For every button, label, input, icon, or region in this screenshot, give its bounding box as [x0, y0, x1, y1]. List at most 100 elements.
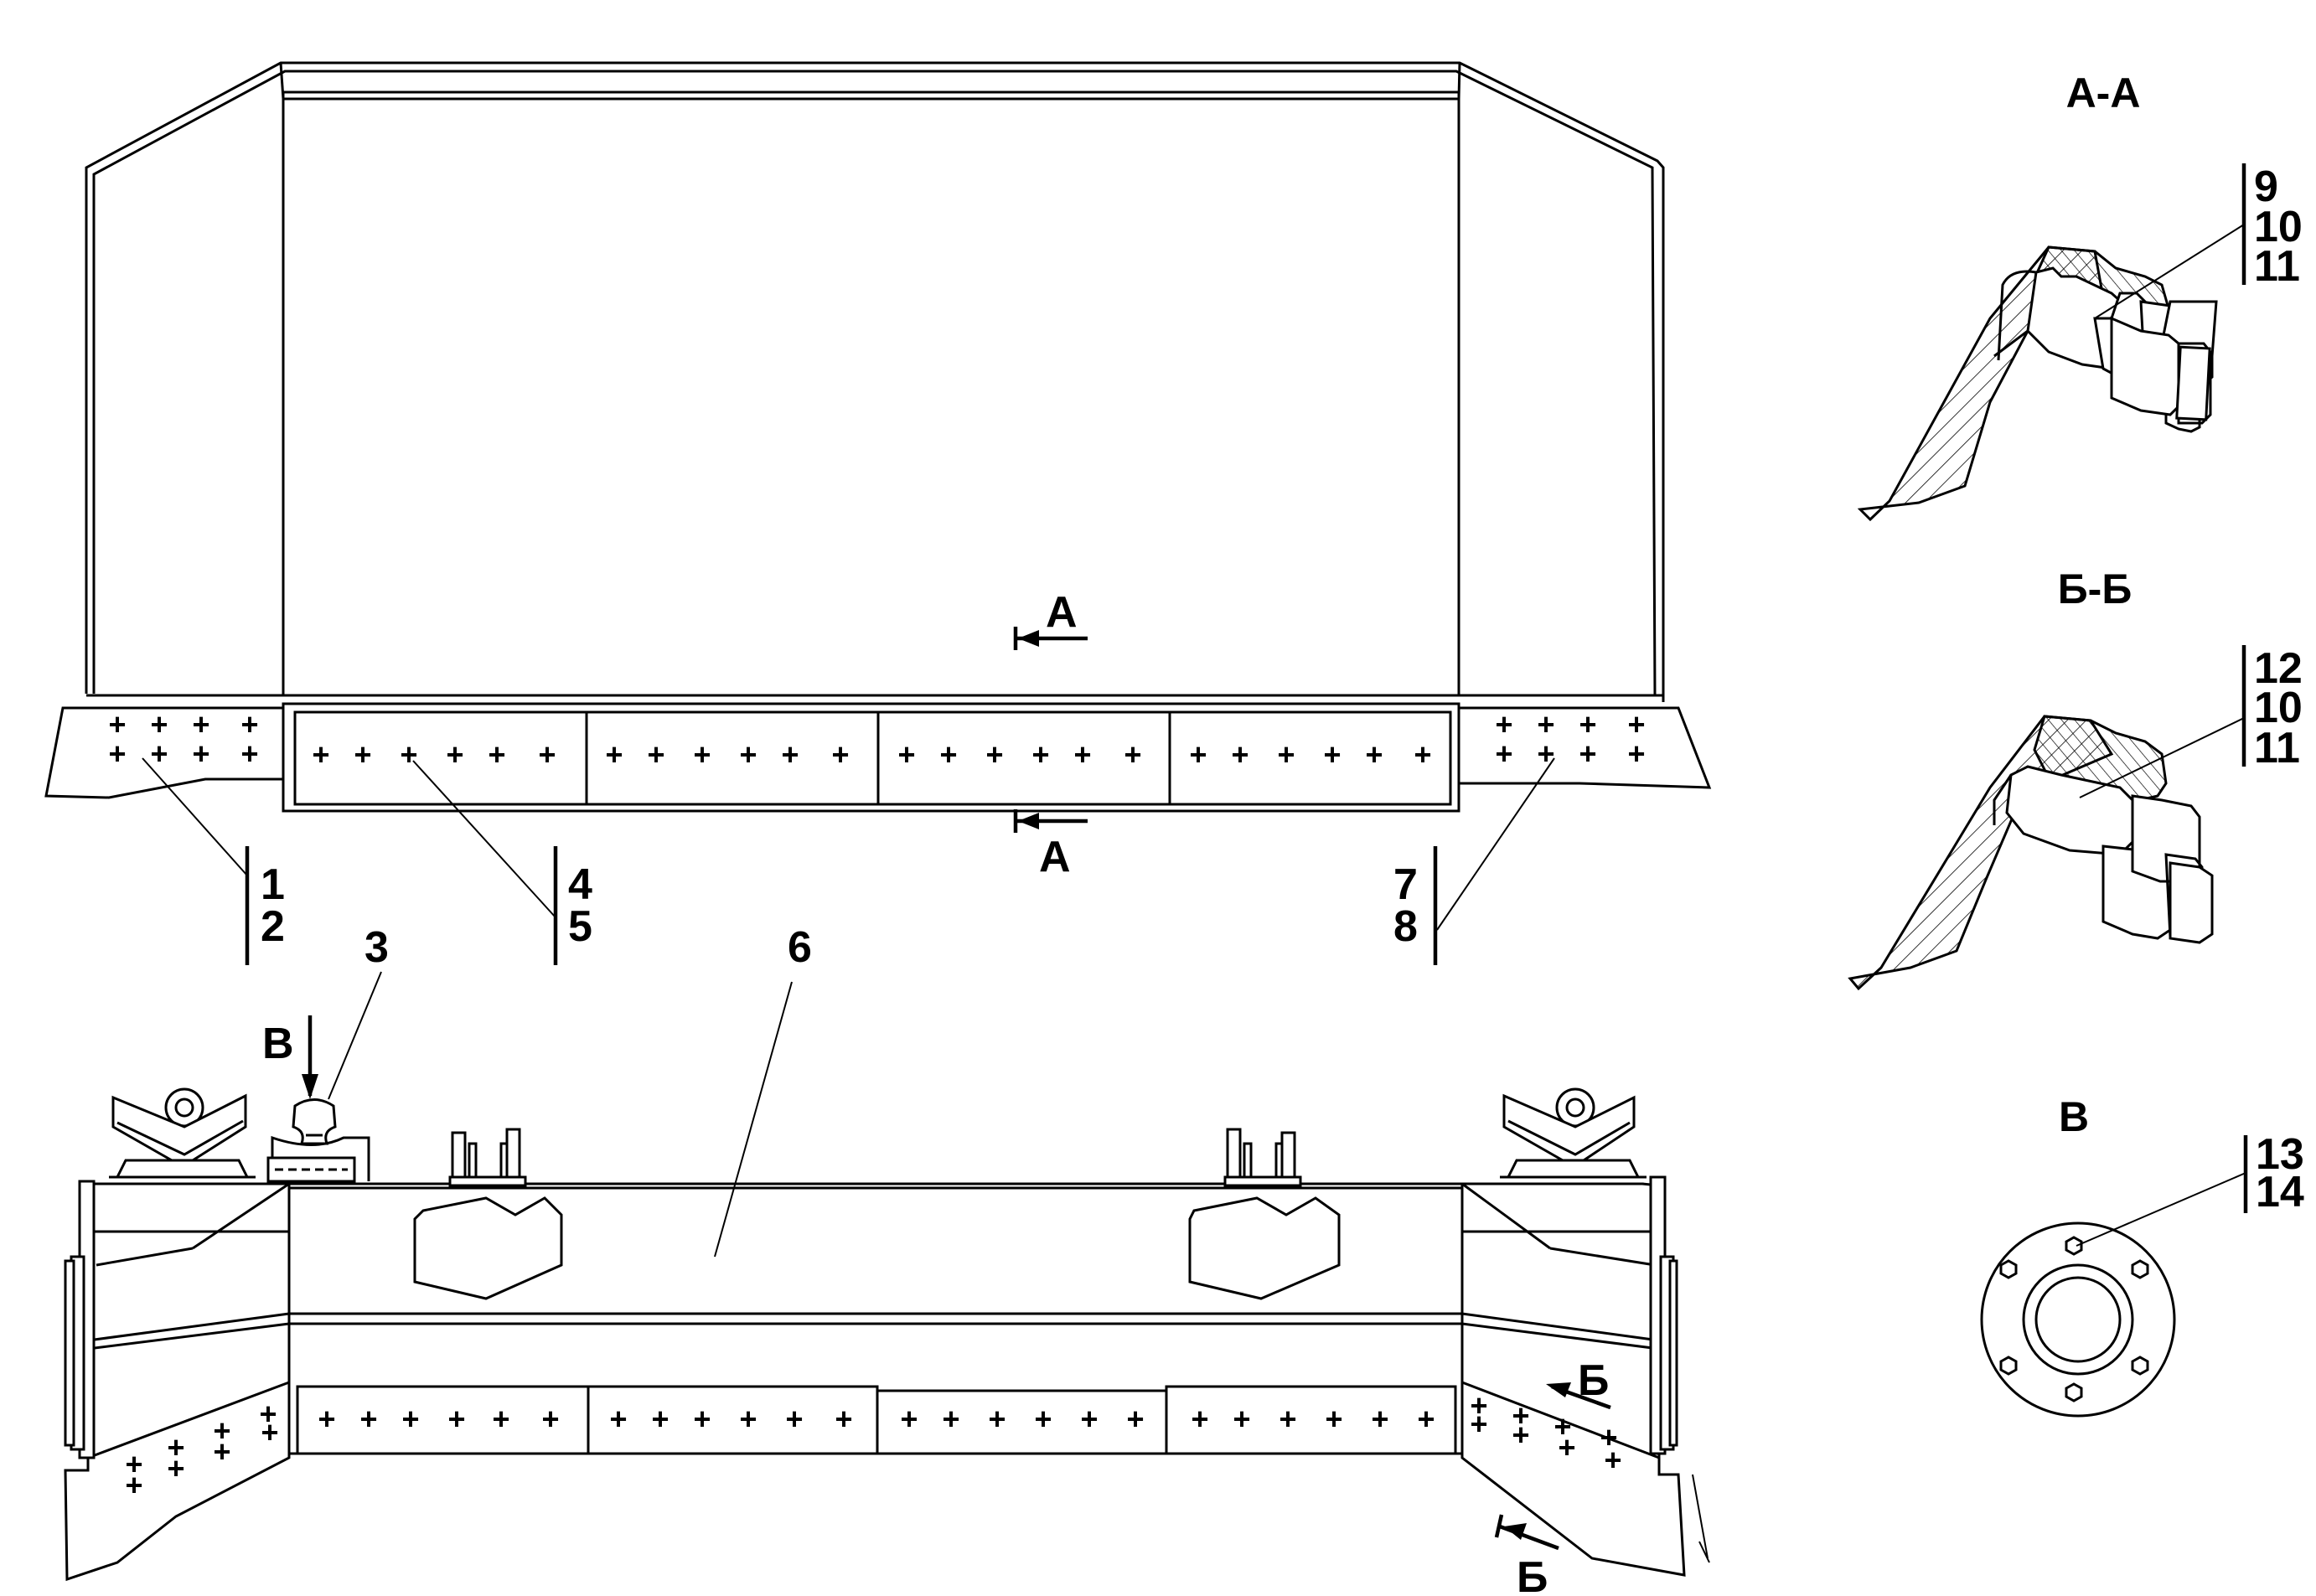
- plan-cutting-edge-3: [876, 1389, 1168, 1455]
- svg-text:+: +: [1279, 1402, 1296, 1436]
- svg-text:+: +: [108, 707, 126, 741]
- svg-text:+: +: [1031, 737, 1049, 772]
- svg-text:+: +: [1414, 737, 1431, 772]
- svg-text:+: +: [359, 1402, 377, 1436]
- bolt-marks-right-end: + + + + + + + +: [1495, 707, 1645, 771]
- svg-text:В: В: [2059, 1093, 2089, 1140]
- svg-text:+: +: [693, 1402, 711, 1436]
- svg-text:+: +: [939, 737, 957, 772]
- svg-text:8: 8: [1393, 902, 1418, 951]
- svg-text:+: +: [739, 737, 757, 772]
- callout-1-2: 1 2: [142, 757, 285, 965]
- svg-text:13: 13: [2256, 1130, 2304, 1179]
- svg-text:+: +: [213, 1434, 230, 1469]
- blade-plan-view: + + + + + + + + +: [64, 923, 1710, 1596]
- svg-text:+: +: [192, 707, 209, 741]
- right-opening: [1188, 1196, 1341, 1300]
- svg-text:+: +: [1371, 1402, 1388, 1436]
- svg-text:+: +: [1558, 1430, 1575, 1464]
- svg-text:14: 14: [2256, 1168, 2304, 1216]
- svg-text:+: +: [312, 737, 329, 772]
- bolt-marks-center-edges: + + + + + + + + + + + + + + + + + + + + …: [312, 737, 1431, 772]
- svg-text:В: В: [262, 1020, 294, 1068]
- svg-text:+: +: [150, 707, 168, 741]
- left-opening: [413, 1196, 563, 1300]
- svg-text:+: +: [400, 737, 417, 772]
- svg-text:+: +: [492, 1402, 509, 1436]
- svg-text:+: +: [167, 1451, 184, 1485]
- svg-text:+: +: [1495, 707, 1512, 741]
- svg-text:1: 1: [261, 860, 285, 909]
- callout-7-8: 7 8: [1393, 757, 1555, 965]
- svg-text:4: 4: [568, 860, 592, 909]
- svg-text:11: 11: [2254, 724, 2300, 772]
- svg-text:А-А: А-А: [2066, 70, 2141, 116]
- svg-text:+: +: [1579, 736, 1596, 771]
- svg-text:+: +: [1233, 1402, 1250, 1436]
- svg-text:Б: Б: [1578, 1356, 1609, 1405]
- svg-text:Б: Б: [1517, 1553, 1548, 1596]
- svg-text:7: 7: [1393, 860, 1418, 909]
- svg-text:+: +: [1325, 1402, 1342, 1436]
- view-v: В 13 14: [1980, 1093, 2304, 1418]
- right-wing: + + + + + + + +: [1460, 1175, 1710, 1577]
- cutting-edge-1: [293, 710, 588, 806]
- svg-text:10: 10: [2254, 684, 2303, 732]
- left-wing: + + + + + + + +: [64, 1180, 291, 1582]
- svg-text:+: +: [167, 1430, 184, 1464]
- svg-text:+: +: [401, 1402, 419, 1436]
- ball-joint-3: 3: [266, 923, 389, 1183]
- svg-text:9: 9: [2254, 163, 2278, 211]
- svg-text:+: +: [1579, 707, 1596, 741]
- svg-text:+: +: [1126, 1402, 1144, 1436]
- svg-text:+: +: [1470, 1407, 1487, 1441]
- svg-text:+: +: [1034, 1402, 1052, 1436]
- flange-inner: [2022, 1263, 2134, 1376]
- svg-text:+: +: [1537, 736, 1554, 771]
- svg-text:+: +: [897, 737, 915, 772]
- svg-text:+: +: [1124, 737, 1141, 772]
- main-beam: [86, 1182, 1644, 1325]
- svg-text:+: +: [1627, 736, 1645, 771]
- svg-text:+: +: [318, 1402, 335, 1436]
- svg-text:+: +: [213, 1413, 230, 1448]
- plan-cutting-edge-2: [587, 1385, 879, 1455]
- svg-text:+: +: [447, 1402, 465, 1436]
- svg-text:6: 6: [788, 923, 812, 972]
- left-trunnion: [109, 1087, 256, 1179]
- right-trunnion: [1500, 1087, 1647, 1179]
- section-b-b: Б-Б 12 10 11: [1848, 566, 2303, 991]
- svg-text:+: +: [259, 1397, 277, 1431]
- callout-4-5: 4 5: [412, 760, 592, 965]
- svg-text:+: +: [1512, 1398, 1529, 1433]
- svg-text:+: +: [1604, 1443, 1621, 1477]
- svg-text:+: +: [125, 1447, 142, 1481]
- svg-text:+: +: [240, 736, 258, 771]
- svg-text:12: 12: [2254, 644, 2303, 693]
- svg-text:11: 11: [2254, 242, 2300, 291]
- svg-text:+: +: [942, 1402, 959, 1436]
- cutting-edge-4: [1168, 710, 1452, 806]
- plan-cutting-edge-4: [1165, 1385, 1457, 1455]
- flange-bolts: [1999, 1236, 2149, 1402]
- svg-text:А: А: [1039, 833, 1071, 881]
- svg-text:+: +: [988, 1402, 1005, 1436]
- svg-text:+: +: [1627, 707, 1645, 741]
- svg-text:+: +: [1365, 737, 1383, 772]
- callout-6: 6: [714, 923, 812, 1258]
- view-v-marker: В: [262, 1015, 318, 1099]
- bolt-marks-plan-edges: + + + + + + + + + + + + + + + + + + + + …: [318, 1402, 1435, 1436]
- section-b-marker-upper: Б: [1546, 1356, 1611, 1410]
- svg-text:+: +: [538, 737, 556, 772]
- svg-text:+: +: [1553, 1409, 1571, 1444]
- bolt-marks-left-end: + + + + + + + +: [108, 707, 258, 771]
- svg-text:+: +: [192, 736, 209, 771]
- svg-text:+: +: [1600, 1420, 1617, 1454]
- svg-text:+: +: [240, 707, 258, 741]
- svg-text:+: +: [609, 1402, 627, 1436]
- svg-text:+: +: [1512, 1418, 1529, 1452]
- blade-outline: [85, 61, 1665, 702]
- svg-text:+: +: [651, 1402, 669, 1436]
- section-b-marker-lower: Б: [1494, 1514, 1559, 1596]
- svg-text:+: +: [1073, 737, 1091, 772]
